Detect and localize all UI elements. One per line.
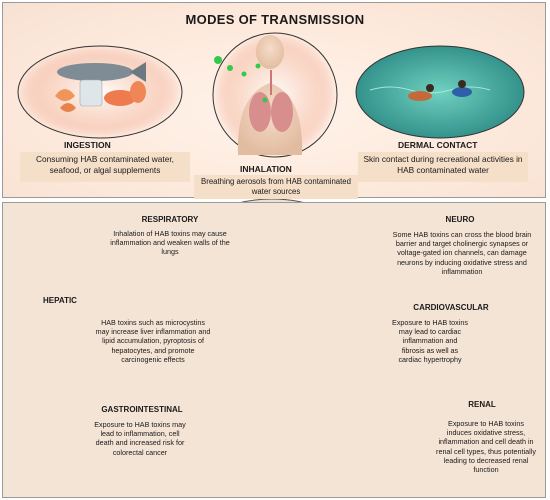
gastrointestinal-text: Exposure to HAB toxins may lead to infla… [94,420,186,457]
swimmers-icon [355,45,525,139]
inhalation-text: Breathing aerosols from HAB contaminated… [194,175,358,199]
renal-text: Exposure to HAB toxins induces oxidative… [436,419,536,475]
cardiovascular-heading: CARDIOVASCULAR [413,303,489,312]
ingestion-heading: INGESTION [64,140,111,150]
hepatic-text: HAB toxins such as microcystins may incr… [95,318,211,364]
hepatic-heading: HEPATIC [43,296,77,305]
seafood-icon [17,45,183,139]
gastrointestinal-heading: GASTROINTESTINAL [101,405,183,414]
ingestion-text: Consuming HAB contaminated water, seafoo… [20,152,190,182]
neuro-heading: NEURO [445,215,475,224]
health-effects-panel [2,202,546,498]
respiratory-heading: RESPIRATORY [141,215,199,224]
dermal-heading: DERMAL CONTACT [398,140,478,150]
respiratory-text: Inhalation of HAB toxins may cause infla… [110,229,230,257]
cardiovascular-text: Exposure to HAB toxins may lead to cardi… [392,318,468,364]
dermal-text: Skin contact during recreational activit… [358,152,528,182]
inhalation-heading: INHALATION [240,164,292,174]
person-inhaling-icon [212,32,338,158]
page-title: MODES OF TRANSMISSION [185,12,365,27]
neuro-text: Some HAB toxins can cross the blood brai… [392,230,532,276]
renal-heading: RENAL [468,400,496,409]
